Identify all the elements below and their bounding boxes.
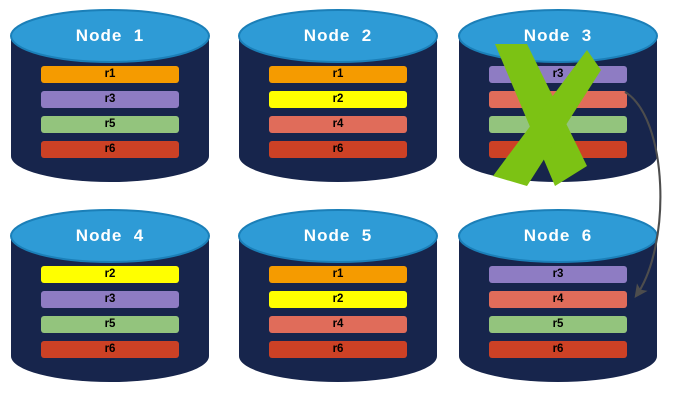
node-label: Node 3	[523, 26, 593, 45]
replica-bar[interactable]: r6	[41, 341, 179, 358]
replica-list: r3 r4 r5 r6	[489, 266, 627, 358]
node-cylinder-3[interactable]: Node 3 r3 r4 r5 r6	[453, 8, 663, 186]
replica-bar[interactable]: r5	[489, 316, 627, 333]
replica-bar[interactable]: r4	[489, 291, 627, 308]
node-cylinder-5[interactable]: Node 5 r1 r2 r4 r6	[233, 208, 443, 386]
replica-label: r5	[552, 117, 564, 130]
replica-label: r6	[552, 142, 564, 155]
node-label: Node 5	[303, 226, 373, 245]
replica-label: r1	[104, 67, 116, 80]
cylinder-top-ellipse	[238, 9, 438, 63]
replica-label: r6	[104, 342, 116, 355]
replica-label: r5	[104, 317, 116, 330]
replica-label: r3	[552, 267, 564, 280]
replica-label: r2	[332, 92, 344, 105]
node-label: Node 6	[523, 226, 593, 245]
replica-list: r1 r3 r5 r6	[41, 66, 179, 158]
replica-label: r3	[552, 67, 564, 80]
replica-label: r4	[552, 292, 564, 305]
cylinder-top-ellipse	[238, 209, 438, 263]
replica-label: r6	[332, 342, 344, 355]
replica-list: r3 r4 r5 r6	[489, 66, 627, 158]
replica-bar[interactable]: r4	[269, 116, 407, 133]
replica-bar[interactable]: r3	[41, 91, 179, 108]
replica-bar[interactable]: r5	[489, 116, 627, 133]
replica-bar[interactable]: r3	[41, 291, 179, 308]
replica-bar[interactable]: r6	[489, 341, 627, 358]
replica-bar[interactable]: r1	[41, 66, 179, 83]
replica-label: r6	[332, 142, 344, 155]
cylinder-top-ellipse	[10, 209, 210, 263]
replica-bar[interactable]: r5	[41, 116, 179, 133]
node-cylinder-6[interactable]: Node 6 r3 r4 r5 r6	[453, 208, 663, 386]
node-cylinder-2[interactable]: Node 2 r1 r2 r4 r6	[233, 8, 443, 186]
node-cylinder-1[interactable]: Node 1 r1 r3 r5 r6	[5, 8, 215, 186]
replica-label: r6	[552, 342, 564, 355]
node-label: Node 4	[75, 226, 145, 245]
node-cylinder-4[interactable]: Node 4 r2 r3 r5 r6	[5, 208, 215, 386]
replica-bar[interactable]: r4	[489, 91, 627, 108]
replica-label: r1	[332, 267, 344, 280]
replica-bar[interactable]: r1	[269, 266, 407, 283]
replica-list: r1 r2 r4 r6	[269, 266, 407, 358]
replica-label: r3	[104, 92, 116, 105]
replica-bar[interactable]: r6	[41, 141, 179, 158]
replica-label: r4	[332, 317, 344, 330]
replica-bar[interactable]: r4	[269, 316, 407, 333]
replica-label: r5	[552, 317, 564, 330]
replica-bar[interactable]: r3	[489, 66, 627, 83]
replica-bar[interactable]: r5	[41, 316, 179, 333]
replica-bar[interactable]: r2	[269, 291, 407, 308]
replica-bar[interactable]: r3	[489, 266, 627, 283]
replica-list: r2 r3 r5 r6	[41, 266, 179, 358]
replica-label: r4	[332, 117, 344, 130]
node-label: Node 2	[303, 26, 373, 45]
replica-bar[interactable]: r6	[269, 141, 407, 158]
replica-list: r1 r2 r4 r6	[269, 66, 407, 158]
replica-bar[interactable]: r6	[489, 141, 627, 158]
replica-label: r5	[104, 117, 116, 130]
replica-bar[interactable]: r6	[269, 341, 407, 358]
replica-label: r6	[104, 142, 116, 155]
cylinder-top-ellipse	[10, 9, 210, 63]
replica-label: r1	[332, 67, 344, 80]
replica-bar[interactable]: r1	[269, 66, 407, 83]
replica-bar[interactable]: r2	[41, 266, 179, 283]
replica-bar[interactable]: r2	[269, 91, 407, 108]
node-label: Node 1	[75, 26, 145, 45]
replica-label: r2	[104, 267, 116, 280]
replica-label: r3	[104, 292, 116, 305]
replica-label: r4	[552, 92, 564, 105]
replica-label: r2	[332, 292, 344, 305]
